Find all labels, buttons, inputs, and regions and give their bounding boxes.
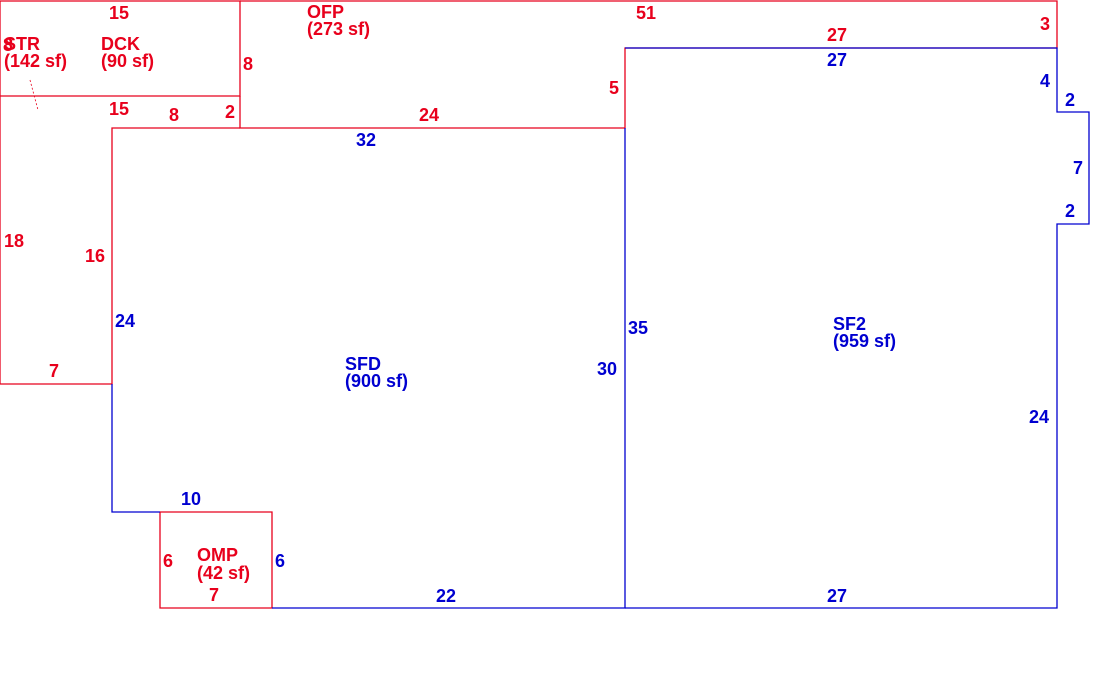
- dim-str-side: 18: [4, 231, 24, 251]
- dim-str-bottom: 7: [49, 361, 59, 381]
- dim-ofp-bottom: 24: [419, 105, 439, 125]
- dim-sfd-bottom: 22: [436, 586, 456, 606]
- dim-sfd-omp-side: 6: [275, 551, 285, 571]
- dim-ofp-right: 3: [1040, 14, 1050, 34]
- area-size-ofp: (273 sf): [307, 19, 370, 39]
- area-name-sf2: SF2: [833, 314, 866, 334]
- dim-ofp-top: 51: [636, 3, 656, 23]
- area-name-sfd: SFD: [345, 354, 381, 374]
- str-outline: [0, 96, 240, 385]
- dim-omp-bottom: 7: [209, 585, 219, 605]
- area-size-sfd: (900 sf): [345, 371, 408, 391]
- str-leader-line: [29, 79, 39, 111]
- dim-sfd-step: 10: [181, 489, 201, 509]
- sfd-outline: [111, 384, 160, 513]
- dim-omp-left: 6: [163, 551, 173, 571]
- dim-sf2-bump-bottom: 2: [1065, 201, 1075, 221]
- dim-sf2-right-top: 4: [1040, 71, 1050, 91]
- area-name-dck: DCK: [101, 34, 140, 54]
- area-name-omp: OMP: [197, 545, 238, 565]
- sf2-outline: [625, 47, 1090, 609]
- sfd-outline-bottom: [272, 128, 626, 609]
- dim-ofp-step-top: 27: [827, 25, 847, 45]
- dim-dck-top: 15: [109, 3, 129, 23]
- dim-dck-right: 8: [243, 54, 253, 74]
- area-size-str: (142 sf): [4, 51, 67, 71]
- dim-sf2-left: 35: [628, 318, 648, 338]
- area-size-sf2: (959 sf): [833, 331, 896, 351]
- dim-str-inner: 16: [85, 246, 105, 266]
- area-name-str: STR: [4, 34, 40, 54]
- dim-str-step: 8: [169, 105, 179, 125]
- dim-sf2-top: 27: [827, 50, 847, 70]
- dim-sf2-right: 24: [1029, 407, 1049, 427]
- dim-str-left: 8: [3, 35, 13, 55]
- dim-sfd-right: 30: [597, 359, 617, 379]
- dim-sfd-top: 32: [356, 130, 376, 150]
- dim-sf2-bump-top: 2: [1065, 90, 1075, 110]
- dim-sf2-bottom: 27: [827, 586, 847, 606]
- area-name-ofp: OFP: [307, 2, 344, 22]
- dim-dck-bottom: 15: [109, 99, 129, 119]
- area-size-omp: (42 sf): [197, 563, 250, 583]
- dim-str-notch: 2: [225, 102, 235, 122]
- dim-sfd-left: 24: [115, 311, 135, 331]
- area-size-dck: (90 sf): [101, 51, 154, 71]
- dim-sf2-bump-side: 7: [1073, 158, 1083, 178]
- dim-ofp-step-side: 5: [609, 78, 619, 98]
